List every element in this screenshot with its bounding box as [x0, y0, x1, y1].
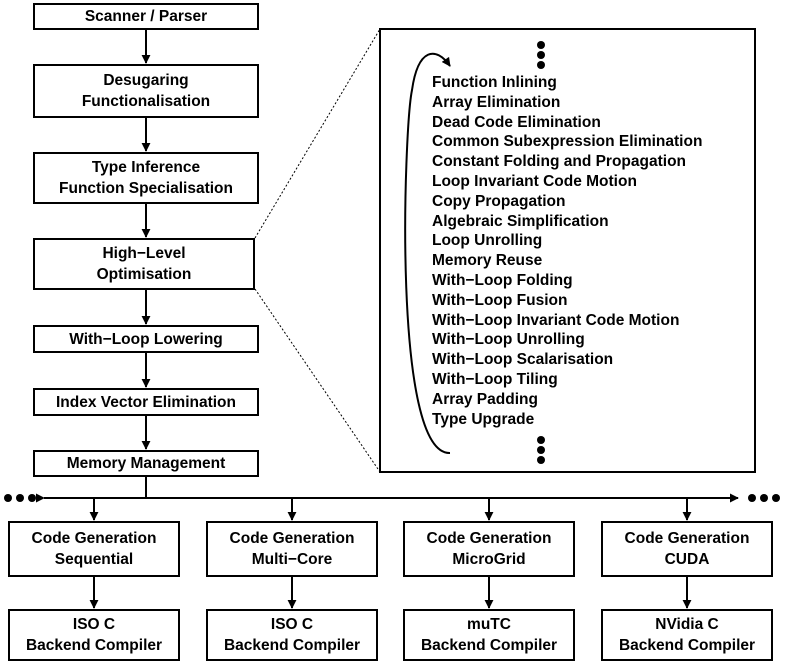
codegen-microgrid-box: Code Generation MicroGrid — [403, 521, 575, 577]
desugaring-label: Desugaring — [103, 72, 189, 89]
optimisation-item: Constant Folding and Propagation — [432, 153, 687, 171]
codegen-target: Sequential — [54, 551, 134, 568]
codegen-sequential-box: Code Generation Sequential — [8, 521, 180, 577]
compiler-name: muTC — [467, 616, 511, 633]
optimisation-item: Array Padding — [432, 390, 538, 408]
codegen-title: Code Generation — [426, 530, 552, 547]
type-inference-label: Type Inference — [91, 159, 201, 176]
optimisation-item: With−Loop Invariant Code Motion — [432, 311, 680, 329]
optimisation-item: Type Upgrade — [432, 410, 535, 428]
optimisation-loop-arrow — [404, 52, 451, 455]
optimisation-item: Copy Propagation — [432, 192, 566, 210]
compiler-kind: Backend Compiler — [25, 637, 163, 654]
optimisation-item: With−Loop Folding — [432, 271, 573, 289]
optimisation-item: With−Loop Tiling — [432, 370, 558, 388]
optimisation-detail-panel — [379, 28, 756, 473]
codegen-cuda-box: Code Generation CUDA — [601, 521, 773, 577]
optimisation-item: Algebraic Simplification — [432, 212, 609, 230]
with-loop-lowering-box: With−Loop Lowering — [33, 325, 259, 353]
optimisation-item: With−Loop Scalarisation — [432, 351, 614, 369]
memory-management-label: Memory Management — [66, 455, 226, 472]
zoom-line-top — [254, 28, 381, 239]
index-vector-elimination-box: Index Vector Elimination — [33, 388, 259, 416]
compiler-kind: Backend Compiler — [618, 637, 756, 654]
desugaring-box: Desugaring Functionalisation — [33, 64, 259, 118]
optimisation-item: Common Subexpression Elimination — [432, 133, 703, 151]
scanner-parser-box: Scanner / Parser — [33, 3, 259, 30]
optimisation-item: Loop Unrolling — [432, 232, 543, 250]
compiler-name: ISO C — [72, 616, 116, 633]
codegen-title: Code Generation — [624, 530, 750, 547]
compiler-mutc-box: muTC Backend Compiler — [403, 609, 575, 661]
zoom-line-bottom — [254, 288, 381, 473]
codegen-title: Code Generation — [31, 530, 157, 547]
compiler-kind: Backend Compiler — [223, 637, 361, 654]
optimisation-item: Array Elimination — [432, 93, 561, 111]
index-vector-elimination-label: Index Vector Elimination — [55, 393, 236, 411]
optimisation-item: Loop Invariant Code Motion — [432, 172, 637, 190]
compiler-kind: Backend Compiler — [420, 637, 558, 654]
optimisation-item: With−Loop Fusion — [432, 291, 568, 309]
optimisation-item: Dead Code Elimination — [432, 113, 601, 131]
function-specialisation-label: Function Specialisation — [59, 180, 233, 197]
optimisation-item: Memory Reuse — [432, 252, 543, 270]
codegen-target: CUDA — [664, 551, 710, 568]
vertical-ellipsis-bottom-icon — [537, 436, 545, 464]
vertical-ellipsis-top-icon — [537, 41, 545, 69]
codegen-multicore-box: Code Generation Multi−Core — [206, 521, 378, 577]
compiler-iso-c-multicore-box: ISO C Backend Compiler — [206, 609, 378, 661]
ellipsis-left-icon — [4, 494, 36, 502]
optimisation-item: With−Loop Unrolling — [432, 331, 585, 349]
memory-management-box: Memory Management — [33, 450, 259, 477]
high-level-optimisation-box: High−Level Optimisation — [33, 238, 255, 290]
compiler-nvidia-c-box: NVidia C Backend Compiler — [601, 609, 773, 661]
optimisation-label: Optimisation — [96, 266, 192, 283]
compiler-iso-c-sequential-box: ISO C Backend Compiler — [8, 609, 180, 661]
scanner-parser-label: Scanner / Parser — [84, 8, 208, 25]
ellipsis-right-icon — [748, 494, 780, 502]
compiler-name: NVidia C — [655, 616, 719, 633]
with-loop-lowering-label: With−Loop Lowering — [69, 330, 223, 348]
codegen-target: MicroGrid — [452, 551, 526, 568]
codegen-title: Code Generation — [229, 530, 355, 547]
high-level-label: High−Level — [102, 245, 186, 262]
optimisation-item: Function Inlining — [432, 74, 557, 91]
compiler-name: ISO C — [270, 616, 314, 633]
codegen-target: Multi−Core — [251, 551, 333, 568]
type-inference-box: Type Inference Function Specialisation — [33, 152, 259, 204]
functionalisation-label: Functionalisation — [81, 93, 211, 110]
optimisation-list: Function Inlining Array Elimination Dead… — [432, 73, 702, 429]
